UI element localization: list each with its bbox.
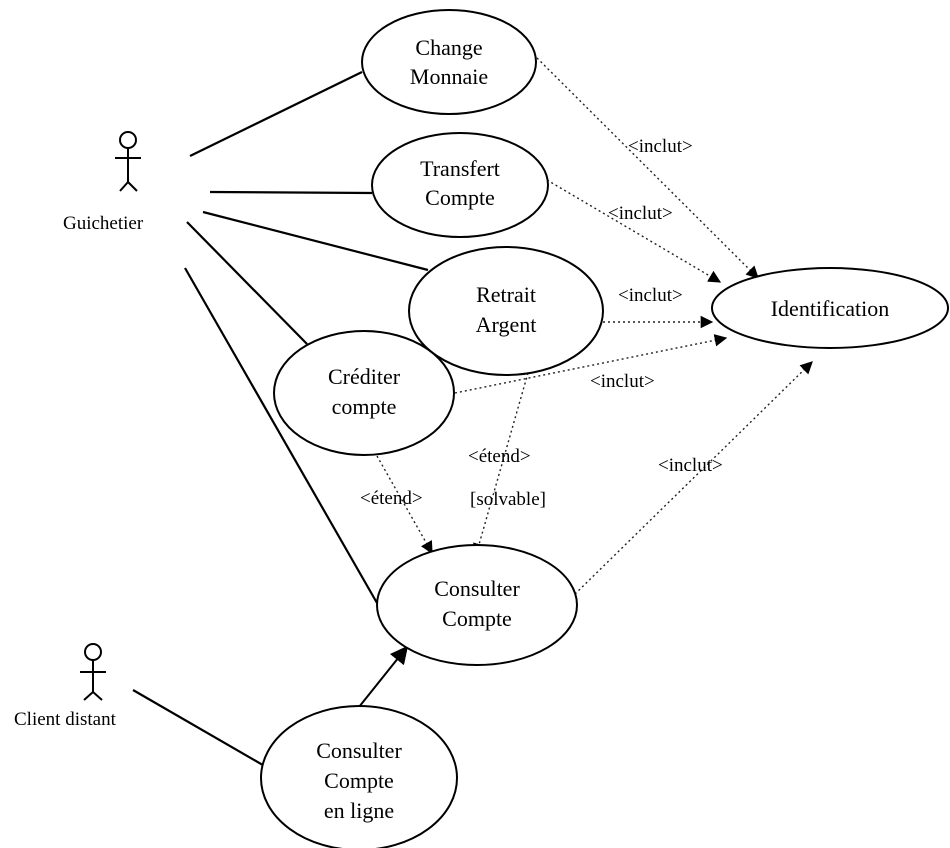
use-case-label: Transfert bbox=[420, 156, 500, 181]
use-case-label: Consulter bbox=[434, 576, 520, 601]
use-case-label: Identification bbox=[771, 296, 890, 321]
relation-labels: <inclut> <inclut> <inclut> <inclut> <inc… bbox=[360, 136, 723, 510]
use-case-label: Consulter bbox=[316, 738, 402, 763]
include-label: <inclut> bbox=[608, 203, 673, 224]
guard-condition-label: [solvable] bbox=[470, 489, 546, 510]
include-arrow-transfert-compte bbox=[546, 179, 722, 283]
extend-label: <étend> bbox=[468, 446, 531, 467]
use-case-label: Argent bbox=[476, 312, 537, 337]
stick-figure-icon bbox=[80, 643, 106, 701]
use-case-consulter-compte: Consulter Compte bbox=[376, 544, 578, 666]
extend-arrow-crediter-compte bbox=[376, 455, 433, 555]
actor-label-guichetier: Guichetier bbox=[63, 213, 144, 234]
use-case-crediter-compte: Créditer compte bbox=[273, 330, 455, 456]
include-label: <inclut> bbox=[618, 285, 683, 306]
use-case-identification: Identification bbox=[711, 267, 949, 349]
stick-figure-icon bbox=[115, 131, 141, 192]
dependencies bbox=[376, 57, 813, 595]
include-arrow-crediter-compte bbox=[454, 334, 728, 394]
use-case-label: compte bbox=[332, 394, 397, 419]
use-case-label: Change bbox=[415, 35, 482, 60]
actor-label-client-distant: Client distant bbox=[14, 709, 117, 730]
extend-label: <étend> bbox=[360, 488, 423, 509]
include-label: <inclut> bbox=[590, 371, 655, 392]
assoc-client-distant-consulter-en-ligne bbox=[132, 689, 269, 769]
use-case-label: en ligne bbox=[324, 798, 394, 823]
use-case-label: Créditer bbox=[328, 364, 401, 389]
use-case-retrait-argent: Retrait Argent bbox=[408, 246, 604, 376]
use-case-label: Monnaie bbox=[410, 64, 488, 89]
assoc-guichetier-change-monnaie bbox=[189, 71, 363, 157]
assoc-guichetier-transfert-compte bbox=[209, 190, 373, 195]
use-case-consulter-compte-en-ligne: Consulter Compte en ligne bbox=[260, 705, 458, 848]
include-label: <inclut> bbox=[628, 136, 693, 157]
associations bbox=[132, 71, 429, 769]
generalization-arrow bbox=[354, 645, 409, 713]
use-case-label: Compte bbox=[324, 768, 394, 793]
use-case-label: Compte bbox=[442, 606, 512, 631]
use-case-label: Retrait bbox=[476, 282, 536, 307]
include-arrow-consulter-compte bbox=[574, 361, 813, 595]
include-arrow-change-monnaie bbox=[536, 57, 759, 279]
include-label: <inclut> bbox=[658, 455, 723, 476]
actor-client-distant: Client distant bbox=[14, 643, 117, 730]
use-case-transfert-compte: Transfert Compte bbox=[371, 132, 549, 238]
extend-arrow-retrait-argent bbox=[473, 372, 529, 557]
use-case-change-monnaie: Change Monnaie bbox=[361, 9, 537, 115]
assoc-guichetier-consulter-compte bbox=[184, 267, 378, 604]
actor-guichetier: Guichetier bbox=[63, 131, 144, 234]
assoc-guichetier-crediter-compte bbox=[186, 221, 308, 345]
assoc-guichetier-retrait-argent bbox=[202, 210, 429, 272]
use-case-label: Compte bbox=[425, 185, 495, 210]
